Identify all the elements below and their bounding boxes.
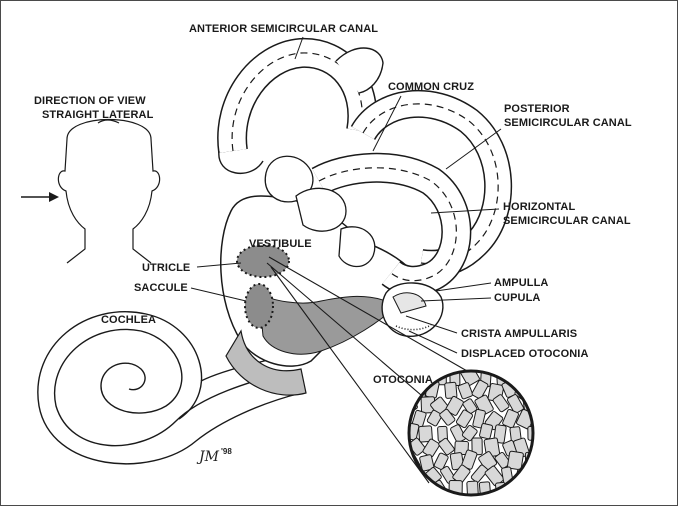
ampulla-label: AMPULLA [494,277,548,289]
posterior-canal-label-line1: POSTERIOR [504,103,570,115]
otoconia-crystal [395,411,410,427]
saccule-label: SACCULE [134,282,188,294]
head-outline-icon [58,120,159,264]
otoconia-crystal [532,465,545,481]
ampulla [382,283,443,336]
anterior-canal-label: ANTERIOR SEMICIRCULAR CANAL [189,23,378,35]
otoconia-crystal [507,482,523,499]
posterior-canal-label-line2: SEMICIRCULAR CANAL [504,117,632,129]
otoconia-crystal [523,367,538,387]
common-cruz-label: COMMON CRUZ [388,81,474,93]
displaced-otoconia-label: DISPLACED OTOCONIA [461,348,589,360]
anterior-canal [219,53,363,173]
otoconia-crystal [479,482,491,499]
vestibule-label: VESTIBULE [249,238,312,250]
artist-signature: JM '98 [196,447,232,465]
otoconia-crystal [445,382,458,398]
horizontal-canal-label-line2: SEMICIRCULAR CANAL [503,215,631,227]
cupula-label: CUPULA [494,292,540,304]
cochlea-label: COCHLEA [101,314,156,326]
otoconia-crystal [403,480,415,496]
otoconia-crystal [479,423,493,439]
otoconia-crystal [522,481,537,496]
crista-ampullaris-label: CRISTA AMPULLARIS [461,328,577,340]
otoconia-label: OTOCONIA [373,374,433,386]
signature-year: '98 [221,447,232,456]
view-direction-label-line1: DIRECTION OF VIEW [34,95,146,107]
utricle-label: UTRICLE [142,262,190,274]
horizontal-canal-label-line1: HORIZONTAL [503,201,575,213]
signature-initials: JM [196,449,220,465]
view-direction-label-line2: STRAIGHT LATERAL [42,109,154,121]
view-direction-arrow-icon [21,192,59,202]
